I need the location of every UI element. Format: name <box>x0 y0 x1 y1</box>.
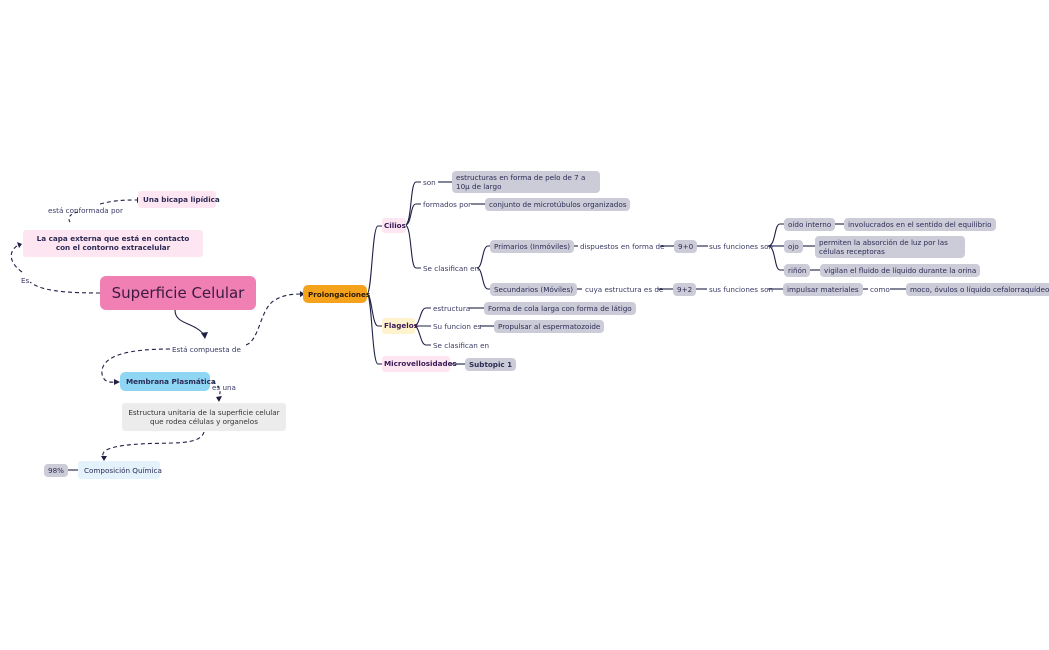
label-es: Es <box>21 276 30 285</box>
node-son-val[interactable]: estructuras en forma de pelo de 7 a 10μ … <box>452 171 600 193</box>
label-son: son <box>423 178 436 187</box>
node-capa-externa-label: La capa externa que está en contacto con… <box>36 234 190 252</box>
node-prolongaciones-label: Prolongaciones <box>308 290 371 299</box>
node-flagelos-label: Flagelos <box>384 321 418 330</box>
node-estructura-val[interactable]: Forma de cola larga con forma de látigo <box>484 302 636 315</box>
node-rinon[interactable]: riñón <box>784 264 811 277</box>
label-es-una: es una <box>212 383 236 392</box>
node-bicapa-label: Una bicapa lipídica <box>143 195 220 204</box>
label-cuya-estructura: cuya estructura es de <box>585 285 664 294</box>
node-subtopic-1[interactable]: Subtopic 1 <box>465 358 517 371</box>
label-conformada-por: está conformada por <box>48 206 123 215</box>
label-como: como <box>870 285 890 294</box>
node-secundarios[interactable]: Secundarios (Móviles) <box>490 283 578 296</box>
node-bicapa[interactable]: Una bicapa lipídica <box>138 191 220 208</box>
node-prolongaciones[interactable]: Prolongaciones <box>303 285 371 303</box>
node-rinon-val[interactable]: vigilan el fluido de líquido durante la … <box>820 264 981 277</box>
label-dispuestos: dispuestos en forma de <box>580 242 665 251</box>
label-se-clasifican-flagelos: Se clasifican en <box>433 341 490 350</box>
node-composicion-label: Composición Química <box>84 466 162 475</box>
node-9-2[interactable]: 9+2 <box>673 283 697 296</box>
node-composicion-quimica[interactable]: Composición Química <box>78 461 162 479</box>
node-ojo[interactable]: ojo <box>784 240 803 253</box>
label-sus-funciones-1: sus funciones son <box>709 242 774 251</box>
label-estructura: estructura <box>433 304 471 313</box>
node-cilios[interactable]: Cilios <box>382 218 406 233</box>
label-se-clasifican-cilios: Se clasifican en <box>423 264 480 273</box>
node-ojo-val[interactable]: permiten la absorción de luz por las cél… <box>815 236 965 258</box>
node-capa-externa[interactable]: La capa externa que está en contacto con… <box>23 230 203 257</box>
root-topic[interactable]: Superficie Celular <box>100 276 256 310</box>
node-impulsar[interactable]: impulsar materiales <box>783 283 863 296</box>
node-oido-val[interactable]: involucrados en el sentido del equilibri… <box>844 218 996 231</box>
node-microvellosidades[interactable]: Microvellosidades <box>382 356 457 372</box>
node-98pct[interactable]: 98% <box>44 464 68 477</box>
label-sus-funciones-2: sus funciones son <box>709 285 774 294</box>
node-microvellosidades-label: Microvellosidades <box>384 359 457 368</box>
node-cilios-label: Cilios <box>384 221 406 230</box>
node-membrana-label: Membrana Plasmática <box>126 377 216 386</box>
node-membrana-plasmatica[interactable]: Membrana Plasmática <box>120 372 216 391</box>
node-estructura-unitaria-label: Estructura unitaria de la superficie cel… <box>128 408 280 426</box>
node-su-funcion-val[interactable]: Propulsar al espermatozoide <box>494 320 605 333</box>
label-formados-por: formados por <box>423 200 472 209</box>
label-su-funcion: Su funcion es <box>433 322 482 331</box>
node-primarios[interactable]: Primarios (Inmóviles) <box>490 240 575 253</box>
node-moco[interactable]: moco, óvulos o líquido cefalorraquídeo <box>906 283 1049 296</box>
root-topic-label: Superficie Celular <box>111 284 245 302</box>
node-estructura-unitaria[interactable]: Estructura unitaria de la superficie cel… <box>122 403 286 431</box>
node-9-0[interactable]: 9+0 <box>674 240 698 253</box>
label-compuesta-de: Está compuesta de <box>172 345 241 354</box>
node-formados-val[interactable]: conjunto de microtúbulos organizados <box>485 198 631 211</box>
node-flagelos[interactable]: Flagelos <box>382 318 418 334</box>
node-oido[interactable]: oído interno <box>784 218 836 231</box>
